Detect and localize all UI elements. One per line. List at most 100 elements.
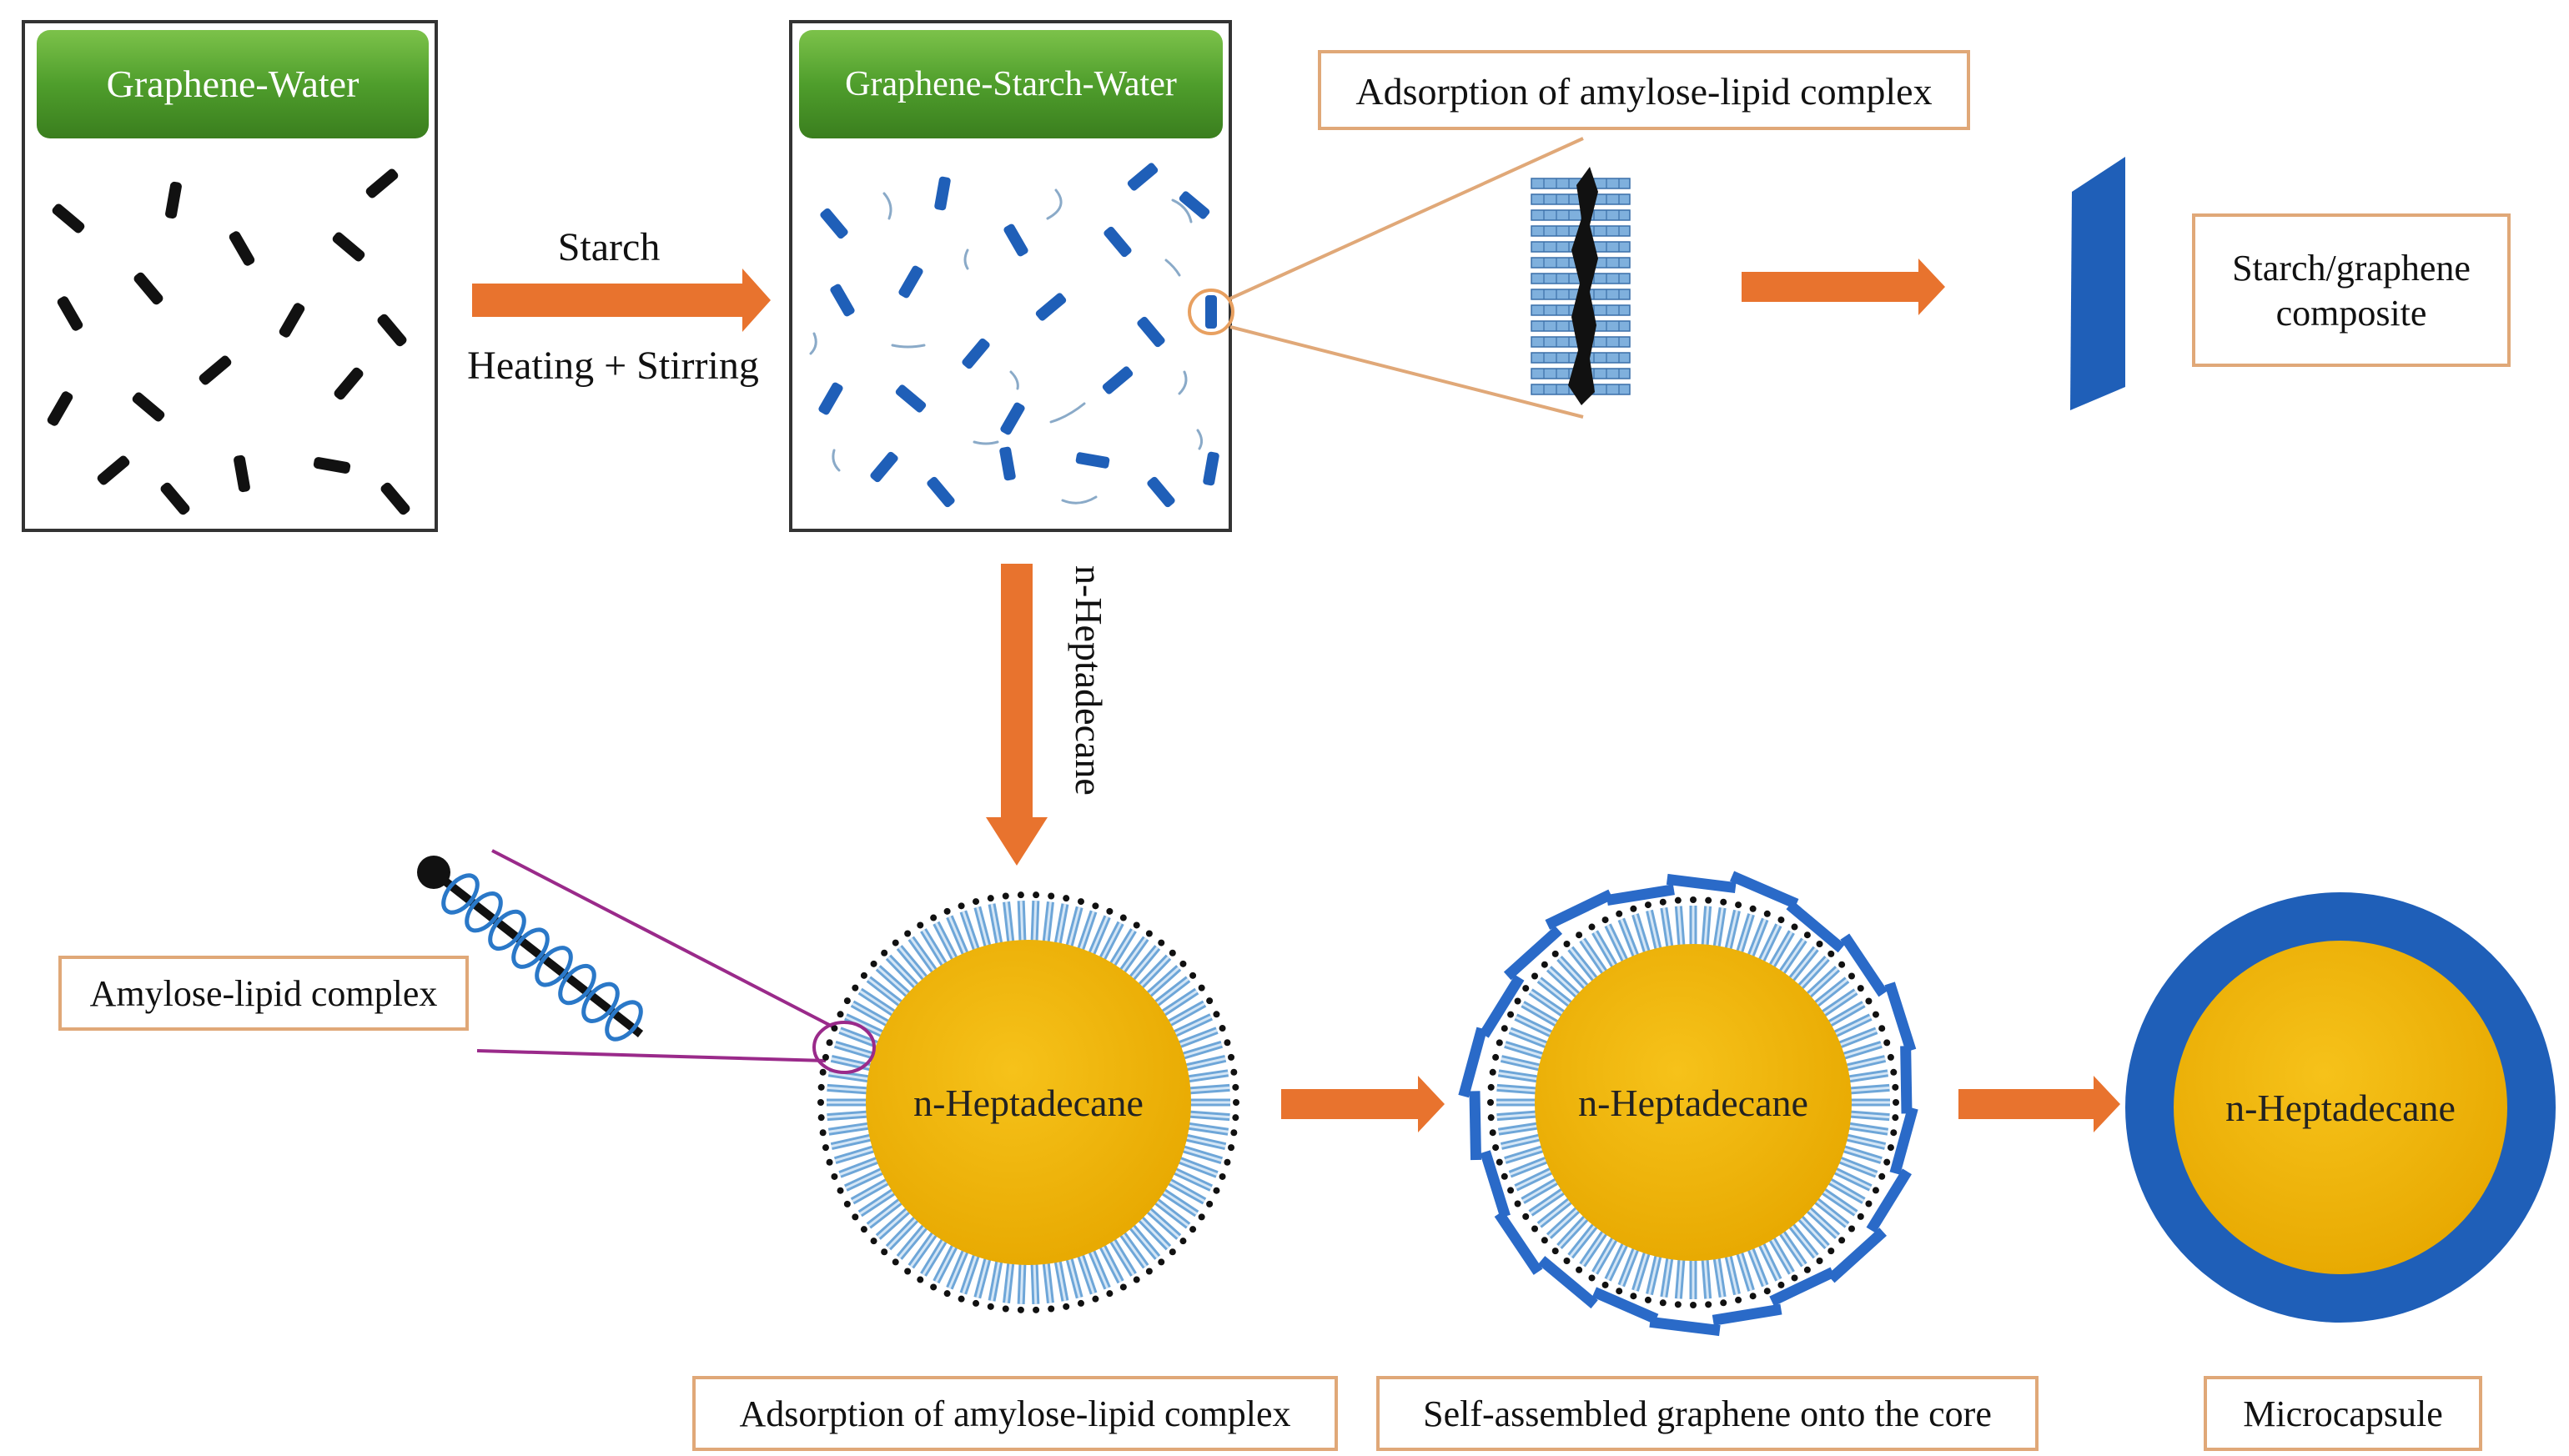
graphene-flake bbox=[47, 391, 73, 426]
graphene-flake bbox=[132, 392, 165, 422]
composite-label: Starch/graphene composite bbox=[2192, 213, 2511, 367]
graphene-flake bbox=[52, 203, 85, 233]
heptadecane-core bbox=[866, 940, 1191, 1265]
svg-text:Self-assembled graphene onto t: Self-assembled graphene onto the core bbox=[1423, 1393, 1992, 1434]
graphene-flake bbox=[934, 176, 951, 211]
graphene-flake bbox=[1203, 451, 1219, 486]
core-with-graphene: n-Heptadecane bbox=[1458, 871, 1918, 1337]
starch-graphene-sheet bbox=[2070, 157, 2125, 410]
graphene-flake bbox=[818, 382, 843, 415]
zoom-circle bbox=[1188, 289, 1234, 335]
svg-text:Adsorption of amylose-lipid co: Adsorption of amylose-lipid complex bbox=[1355, 70, 1932, 113]
arrow-1 bbox=[472, 284, 747, 317]
graphene-flake bbox=[895, 384, 927, 413]
core-3-label: n-Heptadecane bbox=[2225, 1087, 2456, 1129]
microcapsule: n-Heptadecane bbox=[2125, 892, 2556, 1323]
arrow-down bbox=[1001, 564, 1033, 822]
graphene-flake bbox=[927, 476, 955, 508]
svg-text:Amylose-lipid complex: Amylose-lipid complex bbox=[90, 973, 438, 1014]
graphene-flake bbox=[334, 367, 364, 400]
graphene-flake bbox=[380, 482, 410, 515]
graphene-flake bbox=[1137, 316, 1165, 348]
graphene-flake bbox=[377, 314, 407, 347]
graphene-flake bbox=[1104, 226, 1132, 258]
helix-zoom-line-bottom bbox=[476, 1049, 827, 1062]
arrow-2 bbox=[1742, 259, 1945, 315]
bottom-label-adsorption: Adsorption of amylose-lipid complex bbox=[692, 1376, 1338, 1451]
graphene-flake bbox=[97, 455, 130, 485]
graphene-flake bbox=[1147, 476, 1175, 508]
graphene-flake bbox=[229, 231, 255, 266]
graphene-water-panel: Graphene-Water bbox=[22, 20, 438, 532]
heptadecane-core bbox=[1535, 944, 1852, 1261]
starch-strand bbox=[882, 192, 892, 220]
starch-strand bbox=[973, 440, 999, 445]
bottom-label-microcapsule: Microcapsule bbox=[2204, 1376, 2482, 1451]
graphene-flake bbox=[1035, 293, 1067, 321]
helix-zoom-line-top bbox=[491, 849, 835, 1029]
graphene-flake bbox=[1127, 163, 1159, 191]
starch-strand bbox=[963, 249, 969, 270]
graphene-flake bbox=[365, 168, 399, 198]
svg-text:Adsorption of amylose-lipid co: Adsorption of amylose-lipid complex bbox=[739, 1393, 1290, 1434]
graphene-flake bbox=[1205, 295, 1217, 329]
graphene-water-header bbox=[37, 30, 429, 138]
starch-graphene-mixture bbox=[809, 163, 1219, 508]
graphene-flake bbox=[234, 454, 250, 493]
svg-text:Microcapsule: Microcapsule bbox=[2243, 1393, 2442, 1434]
arrow-3 bbox=[1281, 1076, 1445, 1132]
starch-strand bbox=[809, 332, 817, 355]
starch-strand bbox=[832, 449, 841, 472]
heptadecane-step: n-Heptadecane bbox=[986, 564, 1110, 866]
graphene-flake bbox=[199, 355, 232, 385]
starch-strand bbox=[1046, 188, 1063, 220]
core-1-label: n-Heptadecane bbox=[913, 1082, 1144, 1124]
starch-strand bbox=[1164, 259, 1181, 277]
graphene-flake bbox=[133, 272, 163, 305]
graphene-flake bbox=[820, 208, 848, 239]
graphene-flake bbox=[999, 446, 1016, 481]
graphene-flake bbox=[165, 181, 182, 219]
graphene-flake bbox=[1102, 366, 1134, 394]
starch-strand bbox=[1049, 402, 1086, 424]
starch-strand bbox=[1171, 198, 1193, 223]
core-2-label: n-Heptadecane bbox=[1578, 1082, 1808, 1124]
graphene-flake bbox=[1075, 452, 1110, 469]
graphene-starch-water-header bbox=[799, 30, 1223, 138]
graphene-flakes bbox=[47, 168, 410, 515]
graphene-flake bbox=[898, 265, 923, 299]
graphene-flake bbox=[313, 457, 351, 474]
graphene-flake bbox=[57, 296, 83, 331]
heptadecane-core bbox=[2174, 941, 2507, 1274]
svg-text:Starch/graphene: Starch/graphene bbox=[2232, 248, 2471, 289]
amylose-lipid-complex-label: Amylose-lipid complex bbox=[58, 956, 469, 1031]
core-with-lipid-shell: n-Heptadecane bbox=[812, 891, 1239, 1313]
svg-text:composite: composite bbox=[2276, 293, 2427, 334]
bottom-label-self-assembled: Self-assembled graphene onto the core bbox=[1376, 1376, 2039, 1451]
heptadecane-step-label: n-Heptadecane bbox=[1068, 565, 1110, 796]
arrow-4 bbox=[1958, 1076, 2120, 1132]
amylose-helix bbox=[417, 856, 644, 1042]
graphene-flake bbox=[830, 284, 855, 317]
graphene-flake bbox=[1000, 402, 1025, 435]
amylose-lipid-on-graphene bbox=[1531, 167, 1631, 405]
starch-strand bbox=[1178, 370, 1188, 395]
step-starch-label: Starch bbox=[558, 225, 661, 269]
starch-strand bbox=[1061, 495, 1098, 505]
graphene-water-title: Graphene-Water bbox=[107, 63, 359, 105]
starch-strand bbox=[1009, 370, 1019, 390]
zoom-line-bottom bbox=[1229, 325, 1584, 419]
step-heating-label: Heating + Stirring bbox=[467, 344, 759, 388]
zoom-line-top bbox=[1229, 137, 1584, 300]
graphene-flake bbox=[1179, 191, 1210, 219]
graphene-flake bbox=[1003, 223, 1028, 257]
starch-strand bbox=[1196, 429, 1204, 450]
graphene-flake bbox=[160, 482, 190, 515]
graphene-starch-water-panel: Graphene-Starch-Water bbox=[789, 20, 1234, 532]
zoom-ellipse bbox=[812, 1021, 876, 1074]
adsorption-label-top: Adsorption of amylose-lipid complex bbox=[1318, 50, 1970, 130]
graphene-starch-water-title: Graphene-Starch-Water bbox=[845, 65, 1177, 103]
graphene-flake bbox=[332, 232, 365, 262]
graphene-flake bbox=[279, 303, 305, 338]
